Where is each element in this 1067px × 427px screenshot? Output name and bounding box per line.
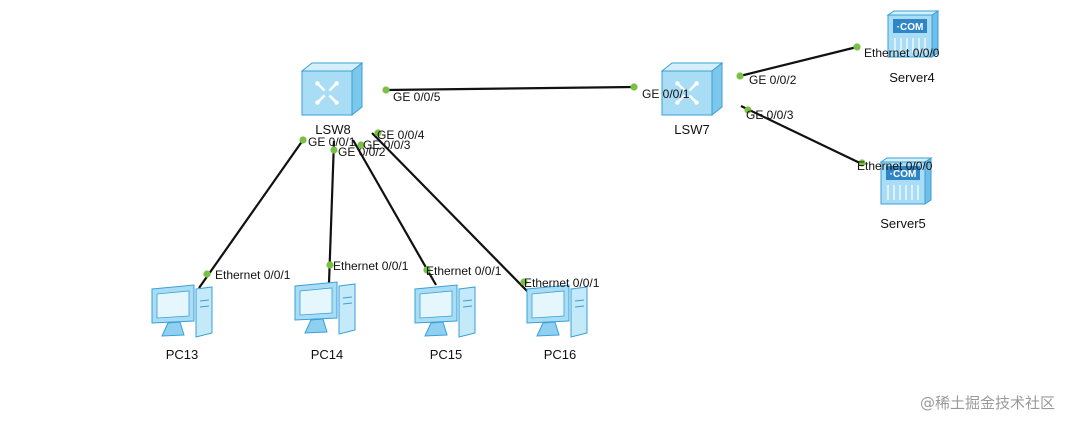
link-lsw8-pc15[interactable] — [352, 139, 437, 286]
port-dot — [520, 278, 528, 286]
switch-lsw8-icon[interactable] — [300, 61, 364, 117]
port-dot — [744, 106, 752, 114]
device-label-server4: Server4 — [889, 70, 935, 85]
device-label-pc13: PC13 — [166, 347, 199, 362]
device-label-pc14: PC14 — [311, 347, 344, 362]
port-label-lsw8: GE 0/0/3 — [363, 138, 411, 152]
port-label-pc15: Ethernet 0/0/1 — [426, 264, 502, 278]
link-lsw8-pc14[interactable] — [327, 140, 336, 284]
pc-pc15-icon[interactable] — [414, 284, 476, 338]
port-label-lsw8: GE 0/0/1 — [308, 135, 356, 149]
port-dot — [858, 159, 866, 167]
port-label-lsw8: GE 0/0/4 — [377, 128, 425, 142]
port-label-lsw8: GE 0/0/2 — [338, 145, 386, 159]
port-label-lsw7: GE 0/0/3 — [746, 108, 794, 122]
device-label-lsw8: LSW8 — [315, 122, 350, 137]
server-server5-icon[interactable]: ·COM — [879, 157, 933, 205]
port-label-pc16: Ethernet 0/0/1 — [524, 276, 600, 290]
port-label-server4: Ethernet 0/0/0 — [864, 46, 940, 60]
server-badge: ·COM — [897, 22, 924, 33]
links-layer — [198, 45, 863, 292]
pc-pc14-icon[interactable] — [294, 281, 356, 335]
port-dot — [423, 266, 431, 274]
port-dot — [630, 83, 638, 91]
pc-pc13-icon[interactable] — [151, 284, 213, 338]
device-label-pc15: PC15 — [430, 347, 463, 362]
devices-layer: ·COM ·COM — [151, 10, 940, 338]
port-label-pc13: Ethernet 0/0/1 — [215, 268, 291, 282]
port-label-lsw8: GE 0/0/5 — [393, 90, 441, 104]
server-badge: ·COM — [890, 169, 917, 180]
link-lsw8-lsw7[interactable] — [385, 85, 635, 92]
server-server4-icon[interactable]: ·COM — [886, 10, 940, 58]
port-dot — [203, 270, 211, 278]
port-label-lsw7: GE 0/0/2 — [749, 73, 797, 87]
port-dot — [382, 86, 390, 94]
port-label-pc14: Ethernet 0/0/1 — [333, 259, 409, 273]
device-label-lsw7: LSW7 — [674, 122, 709, 137]
port-dot — [326, 261, 334, 269]
device-label-pc16: PC16 — [544, 347, 577, 362]
port-dot — [736, 72, 744, 80]
link-lsw8-pc13[interactable] — [198, 139, 304, 289]
port-label-server5: Ethernet 0/0/0 — [857, 159, 933, 173]
pc-pc16-icon[interactable] — [526, 284, 588, 338]
switch-lsw7-icon[interactable] — [660, 61, 724, 117]
port-dot — [330, 146, 338, 154]
port-dot — [299, 136, 307, 144]
link-lsw7-server4[interactable] — [739, 45, 858, 78]
device-label-server5: Server5 — [880, 216, 926, 231]
link-lsw7-server5[interactable] — [740, 105, 863, 165]
port-dot — [853, 43, 861, 51]
port-dot — [357, 141, 365, 149]
link-lsw8-pc16[interactable] — [371, 132, 528, 292]
watermark: @稀土掘金技术社区 — [919, 394, 1055, 412]
port-label-lsw7: GE 0/0/1 — [642, 87, 690, 101]
port-dot — [374, 129, 382, 137]
